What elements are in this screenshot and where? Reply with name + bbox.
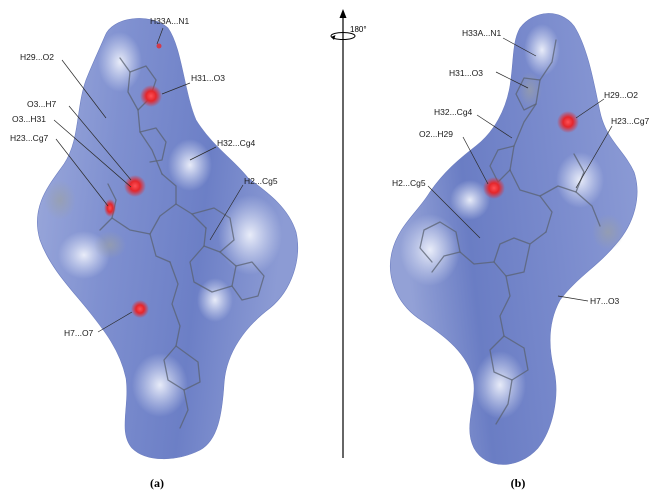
contact-label: H23...Cg7 bbox=[611, 116, 650, 126]
contact-label: H31...O3 bbox=[191, 73, 225, 83]
surface-highlight bbox=[556, 152, 604, 208]
surface-highlight bbox=[474, 351, 526, 419]
contact-spot-h33a-n1 bbox=[157, 44, 162, 49]
contact-label: H32...Cg4 bbox=[434, 107, 473, 117]
panel-caption: (b) bbox=[511, 476, 526, 490]
rotation-axis: 180° bbox=[331, 9, 367, 458]
contact-label: H7...O3 bbox=[590, 296, 620, 306]
contact-label: H33A...N1 bbox=[150, 16, 189, 26]
surface-highlight bbox=[132, 353, 188, 417]
surface-shade bbox=[44, 180, 76, 220]
surface-highlight bbox=[197, 278, 233, 322]
contact-spot-h7-o7 bbox=[131, 300, 149, 318]
contact-spot-o3-h7 bbox=[124, 175, 146, 197]
surface-highlight bbox=[168, 139, 212, 191]
leader-line bbox=[558, 296, 588, 301]
contact-spot-h29-o2 bbox=[557, 111, 579, 133]
contact-label: H2...Cg5 bbox=[244, 176, 278, 186]
contact-label: H33A...N1 bbox=[462, 28, 501, 38]
contact-spot-h31-o3 bbox=[140, 85, 162, 107]
surface-shade bbox=[94, 231, 126, 259]
contact-label: O3...H31 bbox=[12, 114, 46, 124]
panel-a: H33A...N1 H29...O2 H31...O3 O3...H7 O3..… bbox=[10, 16, 298, 490]
contact-label: H7...O7 bbox=[64, 328, 94, 338]
contact-label: H23...Cg7 bbox=[10, 133, 49, 143]
contact-label: H29...O2 bbox=[604, 90, 638, 100]
contact-label: O3...H7 bbox=[27, 99, 57, 109]
contact-label: H2...Cg5 bbox=[392, 178, 426, 188]
contact-label: H29...O2 bbox=[20, 52, 54, 62]
rotation-angle-label: 180° bbox=[350, 25, 367, 34]
contact-label: H31...O3 bbox=[449, 68, 483, 78]
axis-arrowhead bbox=[340, 9, 347, 18]
panel-caption: (a) bbox=[150, 476, 164, 490]
panel-b: H33A...N1 H31...O3 H29...O2 H32...Cg4 H2… bbox=[390, 13, 649, 490]
rotation-arrowhead-icon bbox=[331, 35, 336, 40]
contact-label: O2...H29 bbox=[419, 129, 453, 139]
contact-label: H32...Cg4 bbox=[217, 138, 256, 148]
surface-highlight bbox=[98, 32, 142, 92]
surface-highlight bbox=[400, 214, 460, 286]
contact-spot-h23-cg7 bbox=[104, 199, 116, 217]
